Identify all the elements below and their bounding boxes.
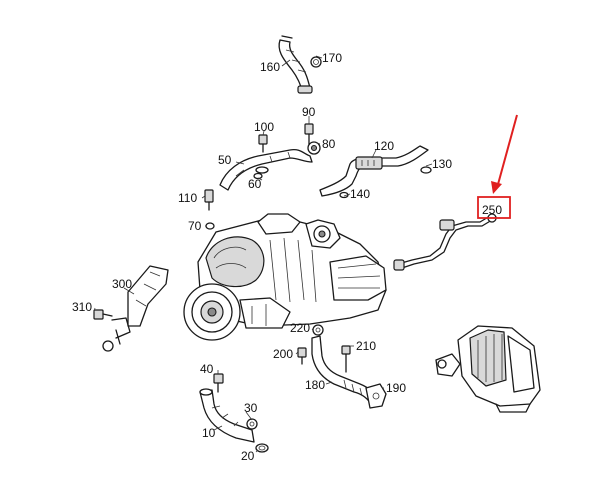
label-310[interactable]: 310 — [72, 300, 92, 314]
label-160[interactable]: 160 — [260, 60, 280, 74]
label-90[interactable]: 90 — [302, 105, 316, 119]
label-300[interactable]: 300 — [112, 277, 132, 291]
fitting-100 — [258, 134, 268, 153]
clamp-170 — [310, 56, 322, 68]
part-labels: 160 170 90 100 80 50 60 120 130 140 110 … — [72, 51, 502, 463]
highlight-box-250 — [477, 196, 511, 219]
bolt-210 — [341, 345, 351, 373]
label-200[interactable]: 200 — [273, 347, 293, 361]
bracket-300 — [102, 265, 169, 352]
clamp-190 — [365, 383, 387, 409]
label-140[interactable]: 140 — [350, 187, 370, 201]
arrow-head-icon — [491, 181, 502, 194]
label-220[interactable]: 220 — [290, 321, 310, 335]
bolt-90 — [304, 123, 314, 145]
label-70[interactable]: 70 — [188, 219, 202, 233]
label-130[interactable]: 130 — [432, 157, 452, 171]
label-30[interactable]: 30 — [244, 401, 258, 415]
hose-160 — [278, 35, 313, 94]
label-20[interactable]: 20 — [241, 449, 255, 463]
label-190[interactable]: 190 — [386, 381, 406, 395]
clip-30 — [246, 418, 258, 430]
egr-cooler — [435, 325, 541, 413]
seal-20 — [255, 443, 269, 453]
label-110[interactable]: 110 — [178, 191, 197, 205]
bolt-200 — [297, 347, 307, 365]
bolt-40 — [213, 373, 224, 393]
seal-130 — [420, 166, 432, 174]
label-120[interactable]: 120 — [374, 139, 394, 153]
sensor-line-250 — [393, 213, 497, 271]
highlight-arrow — [496, 114, 518, 189]
pipe-50 — [219, 148, 313, 191]
fitting-220 — [312, 324, 324, 336]
label-210[interactable]: 210 — [356, 339, 376, 353]
leader-lines — [93, 55, 433, 453]
seal-60 — [253, 172, 263, 180]
bolt-110 — [204, 189, 214, 211]
label-10[interactable]: 10 — [202, 426, 216, 440]
seal-70 — [205, 222, 215, 230]
label-100[interactable]: 100 — [254, 120, 274, 134]
label-40[interactable]: 40 — [200, 362, 214, 376]
turbocharger-assembly — [183, 213, 387, 341]
hose-10 — [199, 388, 255, 443]
label-50[interactable]: 50 — [218, 153, 232, 167]
label-180[interactable]: 180 — [305, 378, 325, 392]
bolt-310 — [93, 309, 113, 320]
label-250[interactable]: 250 — [482, 203, 502, 217]
label-170[interactable]: 170 — [322, 51, 342, 65]
label-80[interactable]: 80 — [322, 137, 336, 151]
label-60[interactable]: 60 — [248, 177, 262, 191]
pipe-120 — [319, 145, 429, 197]
highlight-annotation — [477, 114, 518, 219]
